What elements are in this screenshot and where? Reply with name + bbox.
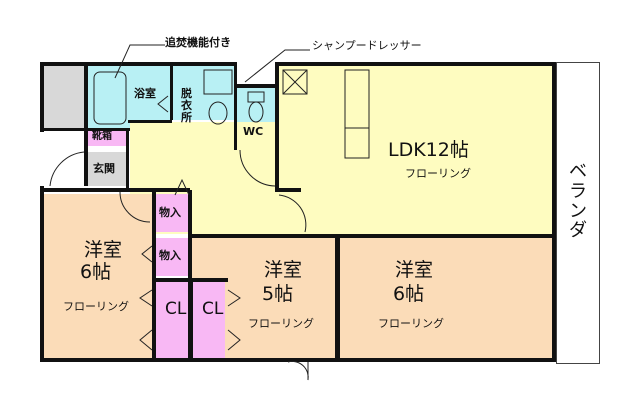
sink-icon (208, 101, 228, 125)
wall (275, 62, 279, 192)
wall (128, 120, 172, 123)
balcony (556, 62, 600, 364)
dressing-room (172, 66, 234, 120)
door-swing-icon (119, 191, 151, 223)
closet2-label: CL (202, 299, 224, 319)
kitchen-counter-icon (344, 69, 370, 159)
wall (335, 236, 340, 360)
wall (40, 188, 190, 192)
room-mid-name: 洋室 (264, 259, 303, 281)
annotation-reheat: 追焚機能付き (165, 36, 231, 49)
room-mid-floor: フローリング (248, 317, 314, 330)
outdoor-unit-area (44, 66, 84, 128)
annotation-dresser: シャンプードレッサー (312, 39, 422, 52)
room-left-size: 6帖 (80, 261, 112, 283)
shoe-cabinet (86, 130, 128, 146)
wall (40, 186, 44, 362)
washbasin-icon (203, 69, 233, 95)
wall (188, 280, 193, 360)
wall (188, 234, 556, 238)
ldk-label: LDK12帖 (388, 139, 469, 161)
toilet-tank-icon (247, 91, 265, 103)
leader-line (244, 49, 310, 83)
bathtub-icon (93, 71, 127, 125)
wall (40, 358, 556, 362)
toilet-bowl-icon (248, 101, 264, 123)
wall (40, 62, 237, 66)
ldk-room (278, 66, 552, 234)
wall (126, 128, 129, 188)
room-right-size: 6帖 (393, 283, 425, 305)
storage1-label: 物入 (159, 206, 181, 219)
closet1-label: CL (165, 299, 187, 319)
door-swing-icon (239, 149, 276, 187)
shoebox-label: 靴箱 (92, 131, 112, 142)
storage2-label: 物入 (159, 249, 181, 262)
ventilation-icon (282, 69, 308, 95)
dressing-label: 脱衣所 (181, 87, 192, 125)
storage-2 (156, 238, 188, 276)
wall (234, 84, 278, 88)
wall (170, 62, 173, 120)
door-swing-icon (287, 360, 309, 381)
western-room-right (340, 238, 552, 358)
bath-label: 浴室 (134, 87, 156, 100)
closet-2-fill (193, 282, 225, 358)
western-room-left (44, 194, 154, 358)
bathroom (88, 66, 170, 128)
room-left-name: 洋室 (84, 239, 123, 261)
wall (552, 62, 556, 362)
room-left-floor: フローリング (63, 300, 129, 313)
room-right-name: 洋室 (395, 259, 434, 281)
wall (234, 62, 237, 150)
room-mid-size: 5帖 (262, 283, 294, 305)
closet-1 (156, 282, 188, 358)
wall (275, 62, 555, 66)
wall (40, 62, 44, 132)
balcony-label: ベランダ (569, 161, 587, 242)
ldk-floor: フローリング (405, 167, 471, 180)
entrance-area (88, 152, 128, 186)
storage-1 (156, 194, 188, 232)
entrance-label: 玄関 (93, 162, 115, 175)
wc-label: WC (243, 125, 264, 138)
wall (275, 188, 301, 192)
wall (152, 192, 156, 360)
wall (84, 62, 88, 186)
leader-line (114, 44, 165, 79)
room-right-floor: フローリング (378, 317, 444, 330)
front-door-icon (49, 151, 85, 187)
door-swing-icon (278, 194, 307, 233)
